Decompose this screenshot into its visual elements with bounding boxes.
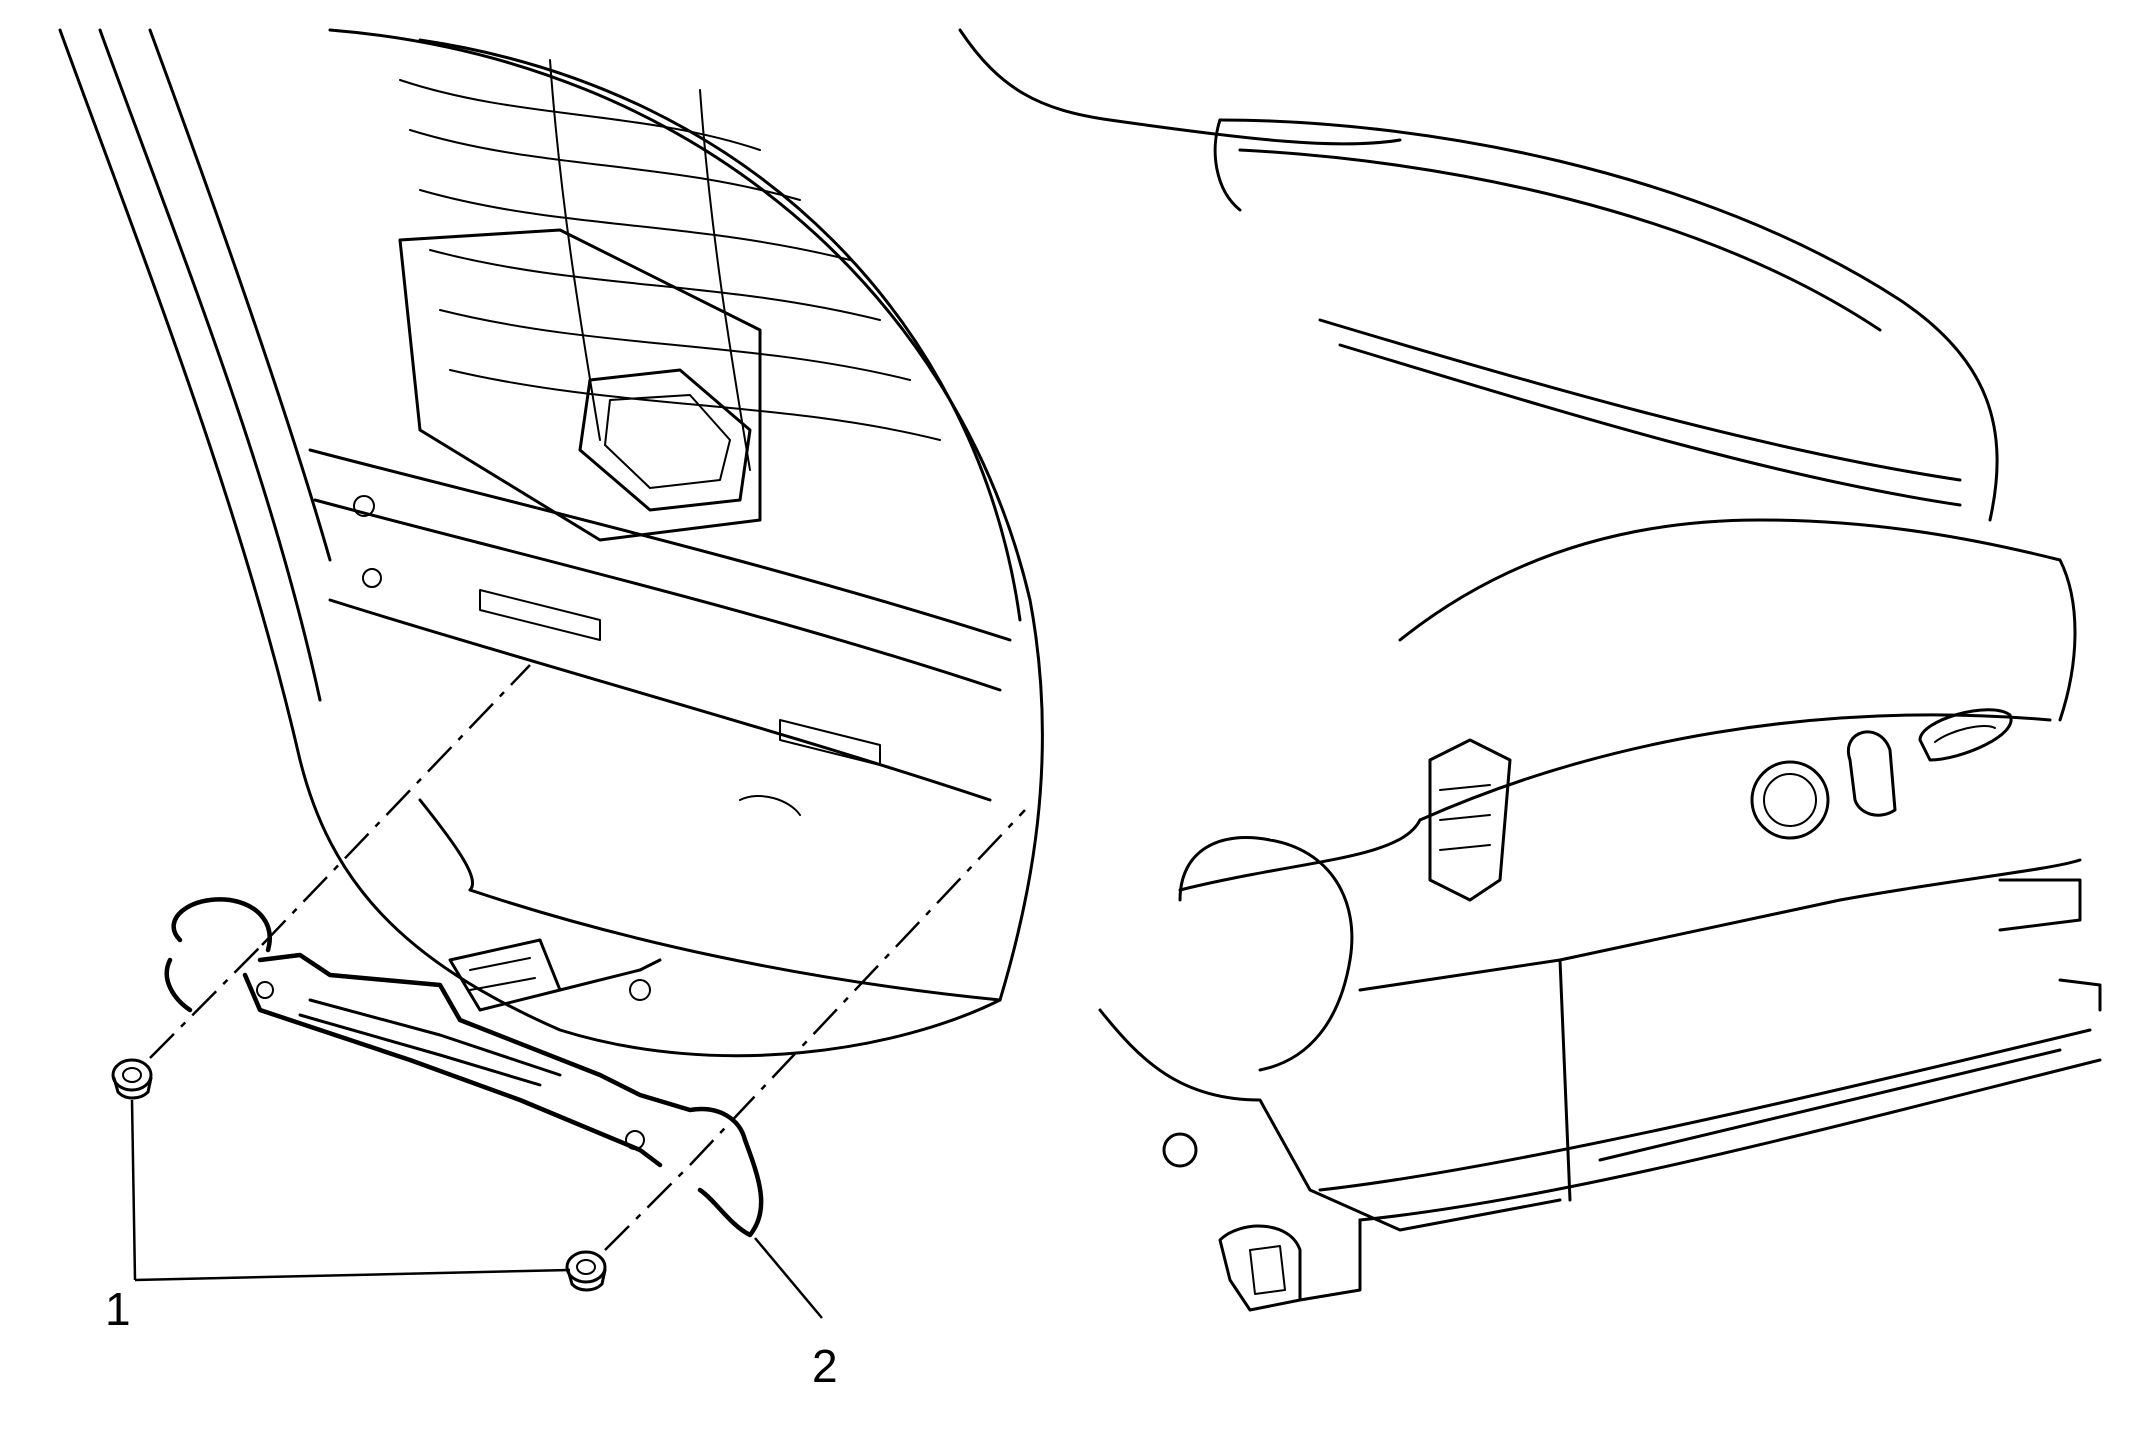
alignment-lines <box>149 664 1026 1251</box>
callout-leaders <box>130 1099 823 1319</box>
seat-back <box>58 28 1044 1058</box>
fastener-nut-lower <box>565 1250 607 1292</box>
seat-cushion <box>958 28 2082 1232</box>
seat-track <box>448 878 2102 1312</box>
trim-panel-part <box>164 897 764 1238</box>
callout-label-1: 1 <box>105 1283 131 1335</box>
fastener-nut-upper <box>111 1058 153 1100</box>
callout-label-2: 2 <box>812 1340 838 1392</box>
